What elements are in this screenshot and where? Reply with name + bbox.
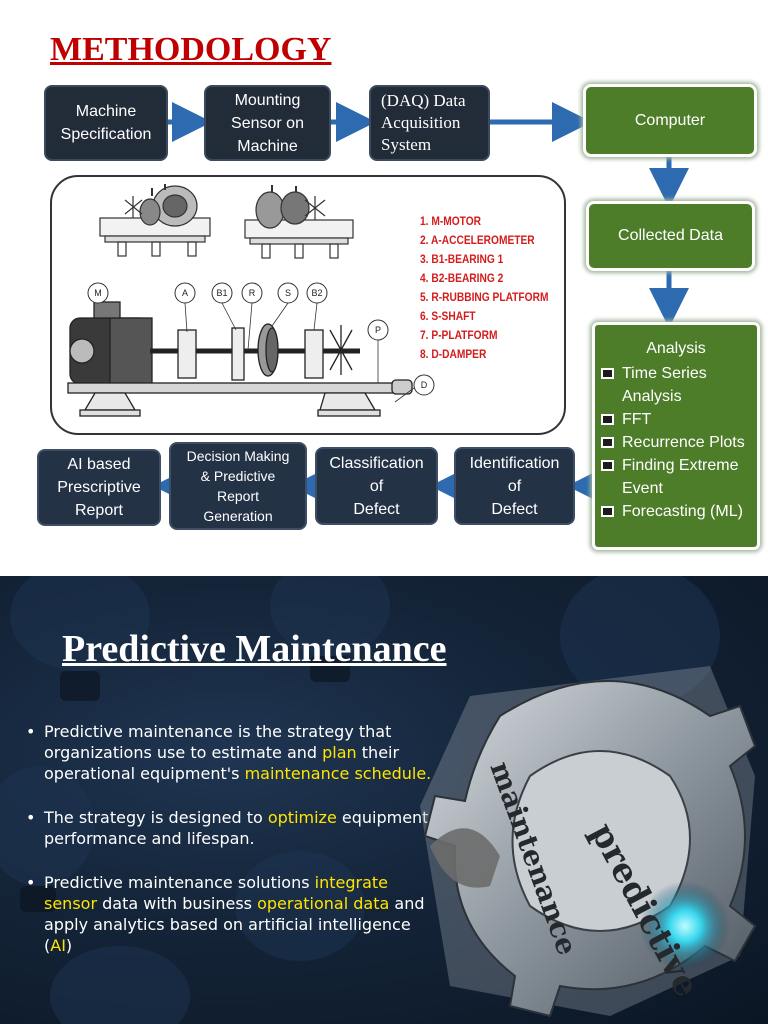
flow-arrows	[153, 102, 689, 506]
part-label: D	[421, 380, 428, 390]
bullet-text: data with business	[97, 894, 258, 913]
legend-item: 5. R-RUBBING PLATFORM	[420, 290, 549, 304]
motor-sketch-right	[244, 185, 354, 259]
bullet-item: Predictive maintenance solutions integra…	[24, 872, 436, 956]
bullet-text: and apply analytics based on artificial …	[44, 894, 425, 955]
glow-light	[640, 881, 730, 971]
legend-item: 8. D-DAMPER	[420, 347, 487, 361]
part-label: P	[375, 325, 381, 335]
bullet-list: Predictive maintenance is the strategy t…	[24, 721, 436, 979]
part-labels: M A B1 R S B2 P D	[94, 288, 428, 390]
part-label-leaders	[184, 302, 415, 403]
part-label: R	[249, 288, 256, 298]
legend-item: 1. M-MOTOR	[420, 214, 482, 228]
daq-system-box: (DAQ) Data Acquisition System	[369, 85, 490, 161]
predictive-maintenance-slide: Predictive Maintenance Predictive mainte…	[0, 576, 768, 1024]
checkbox-icon	[601, 437, 614, 448]
decision-making-box: Decision Making & Predictive Report Gene…	[169, 442, 307, 530]
part-label: M	[94, 288, 102, 298]
main-machine-drawing	[67, 301, 413, 417]
legend-item: 6. S-SHAFT	[420, 309, 476, 323]
motor-sketch-left	[99, 184, 211, 257]
analysis-heading: Analysis	[646, 340, 706, 357]
collected-data-box: Collected Data	[586, 201, 755, 271]
analysis-item: Recurrence Plots	[601, 431, 751, 454]
part-label: S	[285, 288, 291, 298]
analysis-item: Forecasting (ML)	[601, 500, 751, 523]
mounting-sensor-box: Mounting Sensor on Machine	[204, 85, 331, 161]
machine-setup-drawing: M A B1 R S B2 P D	[67, 184, 435, 417]
methodology-title: METHODOLOGY	[50, 31, 332, 68]
machine-specification-box: Machine Specification	[44, 85, 168, 161]
bullet-text: their operational equipment's	[44, 743, 400, 783]
bullet-text: The strategy is designed to	[44, 808, 268, 827]
part-label-circles	[87, 282, 435, 396]
analysis-item: Time Series Analysis	[601, 362, 751, 408]
bullet-item: The strategy is designed to optimize equ…	[24, 807, 436, 849]
checkbox-icon	[601, 368, 614, 379]
highlighted-text: maintenance schedule.	[244, 764, 432, 783]
highlighted-text: integrate sensor	[44, 873, 388, 913]
checkbox-icon	[601, 506, 614, 517]
part-label: B2	[311, 288, 322, 298]
computer-box: Computer	[583, 84, 757, 157]
analysis-box: Analysis Time Series Analysis FFT Recurr…	[592, 322, 760, 550]
bullet-text: )	[65, 936, 73, 955]
legend-item: 3. B1-BEARING 1	[420, 252, 504, 266]
predictive-maintenance-gear-illustration: predictive maintenance	[420, 666, 757, 1018]
checkbox-icon	[601, 414, 614, 425]
part-label: B1	[216, 288, 227, 298]
highlighted-text: AI	[50, 936, 66, 955]
analysis-item: Finding Extreme Event	[601, 454, 751, 500]
legend-item: 7. P-PLATFORM	[420, 328, 498, 342]
methodology-slide: Machine Specification METHODOLOGY Mounti…	[37, 31, 760, 550]
identification-of-defect-box: Identification of Defect	[454, 447, 575, 525]
analysis-item: FFT	[601, 408, 751, 431]
checkbox-icon	[601, 460, 614, 471]
ai-prescriptive-report-box: AI based Prescriptive Report	[37, 449, 161, 526]
part-label: A	[182, 288, 188, 298]
setup-legend: 1. M-MOTOR 2. A-ACCELEROMETER 3. B1-BEAR…	[420, 212, 548, 364]
highlighted-text: operational data	[257, 894, 390, 913]
classification-of-defect-box: Classification of Defect	[315, 447, 438, 525]
legend-item: 4. B2-BEARING 2	[420, 271, 504, 285]
legend-item: 2. A-ACCELEROMETER	[420, 233, 535, 247]
bullet-item: Predictive maintenance is the strategy t…	[24, 721, 436, 784]
analysis-list: Time Series Analysis FFT Recurrence Plot…	[601, 362, 751, 523]
highlighted-text: plan	[322, 743, 357, 762]
highlighted-text: optimize	[267, 808, 337, 827]
bullet-text: Predictive maintenance is the strategy t…	[44, 722, 392, 762]
bullet-text: equipment performance and lifespan.	[44, 808, 429, 848]
bullet-text: Predictive maintenance solutions	[44, 873, 315, 892]
predictive-maintenance-title: Predictive Maintenance	[62, 628, 447, 670]
